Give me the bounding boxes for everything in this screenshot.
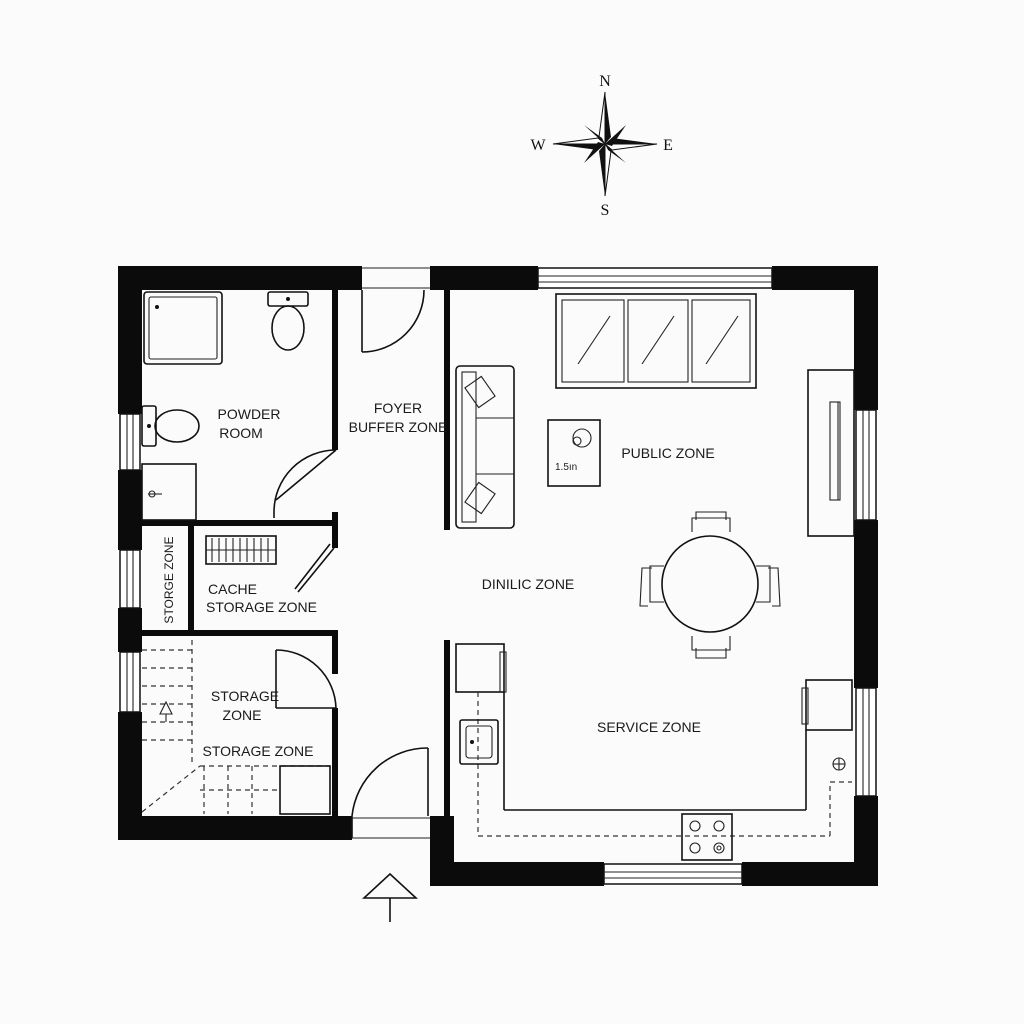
service-zone-label: SERVICE ZONE: [597, 719, 701, 735]
toilet-side-icon: [141, 405, 200, 447]
doors: [273, 267, 430, 839]
compass-west-label: W: [530, 137, 546, 154]
room-labels: POWDER ROOM FOYER BUFFER ZONE PUBLIC ZON…: [162, 400, 715, 759]
entry-door-top-icon[interactable]: [361, 267, 430, 353]
staircase-icon: [141, 640, 331, 815]
kitchen-counter: [455, 643, 852, 837]
cache-storage-door-icon[interactable]: [294, 543, 335, 593]
public-zone-label: PUBLIC ZONE: [621, 445, 714, 461]
sofa-icon: [455, 365, 515, 529]
powder-room-label-line2: ROOM: [219, 425, 263, 441]
storage-zone-2-label: STORAGE ZONE: [203, 743, 314, 759]
windows: [119, 267, 877, 885]
compass-south-label: S: [601, 202, 610, 219]
compass-east-label: E: [663, 137, 673, 154]
interior-walls: [142, 290, 450, 816]
foyer-label-line1: FOYER: [374, 400, 422, 416]
cache-storage-label-line2: STORAGE ZONE: [206, 599, 317, 615]
storage-shelf-icon: [205, 535, 277, 565]
storage-zone-label-line2: ZONE: [223, 707, 262, 723]
compass-rose: N S W E: [530, 73, 672, 219]
kitchen-sink-icon: [459, 719, 499, 765]
compass-north-label: N: [599, 73, 611, 90]
vanity-sink-icon: [141, 463, 197, 521]
toilet-top-icon: [267, 291, 309, 351]
dining-table-icon: [639, 511, 781, 659]
side-table-note: 1.5ın: [555, 462, 577, 473]
fridge-icon: [801, 679, 853, 731]
storage-vertical-label: STORGE ZONE: [162, 536, 176, 623]
cache-storage-label-line1: CACHE: [208, 581, 257, 597]
powder-room-label-line1: POWDER: [218, 406, 281, 422]
side-table-icon: 1.5ın: [547, 419, 601, 487]
powder-room-door-icon[interactable]: [273, 449, 337, 518]
shower-icon: [143, 291, 223, 365]
cooktop-icon: [681, 813, 733, 861]
dining-zone-label: DINILIC ZONE: [482, 576, 575, 592]
tv-cabinet-icon: [555, 293, 757, 389]
entry-door-bottom-icon[interactable]: [351, 747, 430, 839]
foyer-label-line2: BUFFER ZONE: [349, 419, 448, 435]
entry-arrow-icon: [361, 872, 419, 922]
wall-unit-icon: [807, 369, 855, 537]
exterior-walls: [118, 266, 878, 886]
storage-zone-label-line1: STORAGE: [211, 688, 279, 704]
storage-door-icon[interactable]: [275, 649, 337, 709]
powder-room-fixtures: [141, 291, 309, 521]
compass-star-icon: [552, 91, 658, 197]
outlet-icon: [832, 757, 846, 771]
